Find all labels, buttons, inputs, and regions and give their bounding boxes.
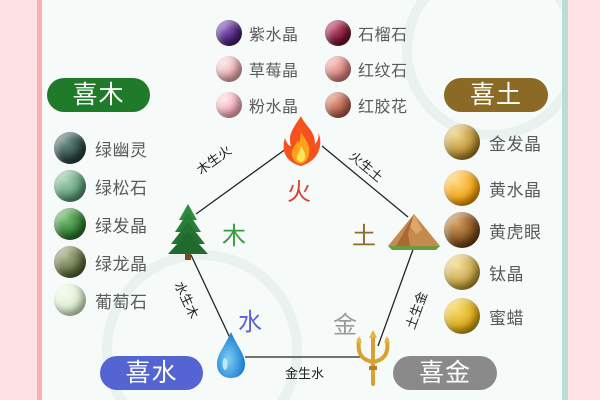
gem-item: 金发晶 (444, 124, 542, 160)
gem-item: 绿幽灵 (54, 132, 148, 164)
amethyst-bead-icon (216, 20, 242, 46)
rhodochrosite-bead-icon (325, 56, 351, 82)
gem-label: 葡萄石 (95, 292, 148, 313)
trident-icon (356, 330, 390, 386)
gem-item: 粉水晶 (216, 92, 299, 118)
gem-label: 石榴石 (358, 25, 408, 44)
gem-item: 黄水晶 (444, 170, 542, 206)
metal-element-label: 金 (333, 311, 357, 339)
gem-label: 金发晶 (489, 134, 542, 155)
mountain-icon (388, 214, 440, 250)
red-rubber-flower-bead-icon (325, 92, 351, 118)
gem-label: 绿幽灵 (95, 140, 148, 161)
strawberry-quartz-bead-icon (216, 56, 242, 82)
water-drop-icon (217, 332, 245, 378)
water-group-pill: 喜水 (100, 356, 203, 390)
gem-item: 葡萄石 (54, 284, 148, 316)
gem-item: 绿发晶 (54, 208, 148, 240)
earth-group-pill: 喜土 (444, 78, 548, 112)
green-phantom-bead-icon (54, 132, 86, 164)
gem-item: 草莓晶 (216, 56, 299, 82)
gem-label: 紫水晶 (249, 25, 299, 44)
rose-quartz-bead-icon (216, 92, 242, 118)
gem-item: 黄虎眼 (444, 212, 542, 248)
gem-item: 红胶花 (325, 92, 408, 118)
water-element-label: 水 (238, 308, 262, 336)
titanium-quartz-bead-icon (444, 254, 480, 290)
left-border-stripe (37, 0, 42, 400)
amber-beeswax-bead-icon (444, 298, 480, 334)
gem-label: 草莓晶 (249, 61, 299, 80)
gem-label: 黄水晶 (489, 180, 542, 201)
turquoise-bead-icon (54, 170, 86, 202)
gem-label: 红胶花 (358, 97, 408, 116)
metal-group-pill: 喜金 (393, 356, 497, 390)
gem-label: 蜜蜡 (489, 308, 524, 329)
citrine-bead-icon (444, 170, 480, 206)
leaf-watermark (102, 250, 302, 400)
fire-element-label: 火 (287, 178, 311, 206)
gem-item: 紫水晶 (216, 20, 299, 46)
green-dragon-bead-icon (54, 246, 86, 278)
gem-label: 黄虎眼 (489, 222, 542, 243)
gem-label: 粉水晶 (249, 97, 299, 116)
gem-item: 红纹石 (325, 56, 408, 82)
gold-rutilated-bead-icon (444, 124, 480, 160)
leaf-watermark (402, 0, 562, 140)
green-rutilated-bead-icon (54, 208, 86, 240)
gem-item: 蜜蜡 (444, 298, 524, 334)
gem-item: 绿龙晶 (54, 246, 148, 278)
gem-item: 绿松石 (54, 170, 148, 202)
pine-tree-icon (168, 204, 208, 260)
gem-label: 绿龙晶 (95, 254, 148, 275)
wood-element-label: 木 (222, 222, 246, 250)
gem-label: 红纹石 (358, 61, 408, 80)
wood-group-pill: 喜木 (47, 78, 150, 112)
left-margin (0, 0, 37, 400)
gem-item: 钛晶 (444, 254, 524, 290)
fire-icon (283, 116, 321, 166)
gem-label: 绿发晶 (95, 216, 148, 237)
right-margin (568, 0, 600, 400)
gem-label: 钛晶 (489, 264, 524, 285)
right-border-stripe (562, 0, 568, 400)
relation-metal-water: 金生水 (285, 367, 325, 382)
prehnite-bead-icon (54, 284, 86, 316)
gem-label: 绿松石 (95, 178, 148, 199)
tiger-eye-bead-icon (444, 212, 480, 248)
garnet-bead-icon (325, 20, 351, 46)
gem-item: 石榴石 (325, 20, 408, 46)
earth-element-label: 土 (352, 222, 376, 250)
